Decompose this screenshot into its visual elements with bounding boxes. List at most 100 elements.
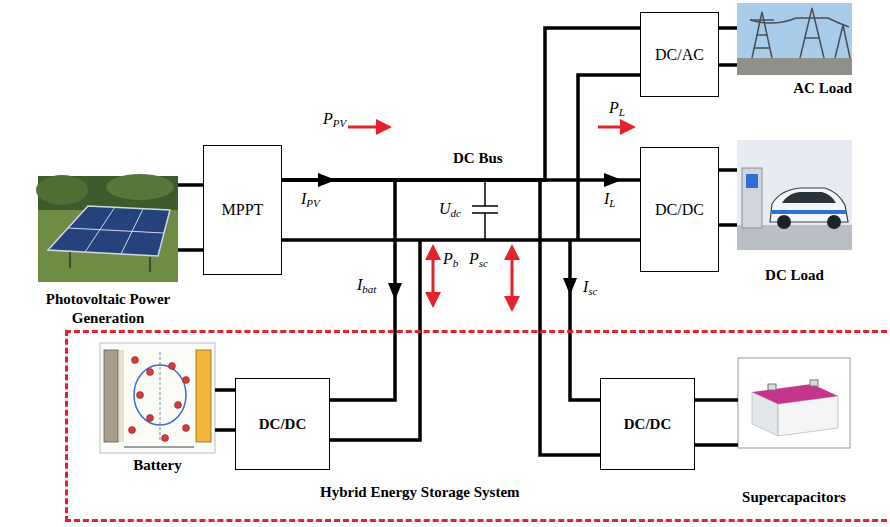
power-flow-arrow: [348, 119, 636, 312]
ev-charging-illustration: [777, 215, 791, 229]
converter-box: DC/DC: [235, 378, 330, 470]
power-label: PL: [608, 99, 626, 118]
converter-label: DC/DC: [624, 415, 672, 434]
bus-wire: [719, 63, 737, 67]
converter-label: DC/DC: [259, 415, 307, 434]
supercapacitor-illustration: [752, 384, 838, 404]
picture-caption: DC Load: [737, 266, 852, 285]
power-flow-arrow: [348, 126, 378, 129]
power-label: Psc: [468, 250, 489, 269]
bus-wire: [330, 240, 420, 440]
symbol-letter: P: [443, 250, 453, 267]
supercapacitor-illustration: [738, 358, 850, 448]
polysulfide-dots: [132, 357, 139, 364]
battery-illustration: [100, 343, 215, 453]
ev-charging-illustration: [737, 140, 852, 250]
tower-lines: [796, 17, 828, 19]
converter-box: DC/DC: [600, 378, 695, 470]
symbol-subscript: bat: [362, 283, 376, 295]
capacitor-symbol: [472, 205, 498, 207]
symbol-letter: P: [323, 110, 333, 127]
ev-charging-illustration: [827, 215, 841, 229]
symbol-subscript: sc: [479, 257, 488, 269]
symbol-letter: I: [301, 190, 306, 207]
current-label: IPV: [300, 190, 321, 209]
capacitor-symbol: [484, 180, 486, 206]
pv-illustration: [68, 228, 164, 233]
symbol-subscript: L: [609, 197, 615, 209]
substation-illustration: [737, 3, 852, 75]
polysulfide-dots: [183, 377, 190, 384]
ev-charging-illustration: [737, 140, 852, 250]
tower-lines: [752, 12, 772, 58]
symbol-subscript: dc: [451, 207, 461, 219]
current-arrowhead: [563, 278, 577, 295]
ev-charging-illustration: [746, 174, 758, 188]
tower-lines: [754, 47, 770, 49]
bus-wire: [719, 168, 737, 172]
dc-load: DC Load: [737, 140, 852, 250]
symbol-subscript: sc: [588, 285, 597, 297]
bus-wire: [215, 388, 235, 392]
pv-illustration: [48, 206, 170, 256]
tower-lines: [835, 25, 850, 58]
converter-label: MPPT: [222, 201, 264, 219]
voltage-label: Udc: [438, 200, 462, 219]
supercapacitor-illustration: [810, 380, 818, 386]
symbol-subscript: b: [453, 257, 459, 269]
converter-box: DC/DC: [640, 147, 719, 272]
polysulfide-dots: [175, 402, 182, 409]
converter-label: DC/AC: [655, 46, 704, 64]
power-flow-arrow: [598, 126, 622, 129]
power-flow-arrow: [620, 119, 636, 135]
tower-lines: [757, 34, 767, 36]
bus-wire: [282, 238, 640, 242]
mppt-box: MPPT: [203, 145, 282, 275]
picture-caption: Battery: [100, 456, 215, 475]
symbol-subscript: PV: [306, 197, 319, 209]
bus-wire: [178, 248, 203, 252]
supercapacitor: Supercapacitors: [738, 358, 850, 448]
current-label: Ibat: [356, 276, 377, 295]
power-flow-arrow: [504, 296, 520, 312]
power-flow-arrow: [376, 119, 392, 135]
battery-illustration: [104, 350, 118, 442]
polysulfide-dots: [147, 369, 154, 376]
symbol-letter: I: [583, 278, 588, 295]
battery-illustration: [134, 365, 186, 425]
bus-label: DC Bus: [452, 150, 504, 167]
polysulfide-dots: [129, 357, 190, 442]
battery-illustration: [124, 447, 194, 448]
bus-wire: [719, 26, 737, 30]
polysulfide-dots: [137, 392, 144, 399]
ac-load: AC Load: [737, 3, 852, 75]
tower-lines: [800, 8, 824, 58]
symbol-letter: I: [357, 276, 362, 293]
pv-array: Photovoltaic Power Generation: [38, 176, 178, 282]
pv-illustration: [106, 174, 174, 200]
converter-box: DC/AC: [640, 12, 719, 97]
region-title: Hybrid Energy Storage System: [320, 483, 520, 502]
substation-illustration: [737, 58, 852, 75]
current-label: IL: [603, 190, 616, 209]
picture-caption: AC Load: [793, 79, 852, 98]
power-flow-arrow: [432, 258, 435, 294]
ev-charging-illustration: [782, 192, 836, 203]
bus-wire: [578, 75, 640, 240]
symbol-letter: U: [439, 200, 451, 217]
capacitor-symbol: [484, 213, 486, 240]
power-label: PPV: [322, 110, 347, 129]
polysulfide-dots: [129, 427, 136, 434]
bus-wire: [282, 180, 395, 400]
converter-label: DC/DC: [655, 201, 704, 219]
polysulfide-dots: [147, 415, 154, 422]
bus-wire: [282, 28, 640, 180]
polysulfide-dots: [183, 425, 190, 432]
pv-illustration: [149, 257, 151, 272]
polysulfide-dots: [162, 435, 169, 442]
tower-lines: [750, 18, 796, 23]
pv-illustration: [36, 175, 88, 205]
power-flow-arrow: [425, 292, 441, 308]
bus-wire: [215, 428, 235, 432]
